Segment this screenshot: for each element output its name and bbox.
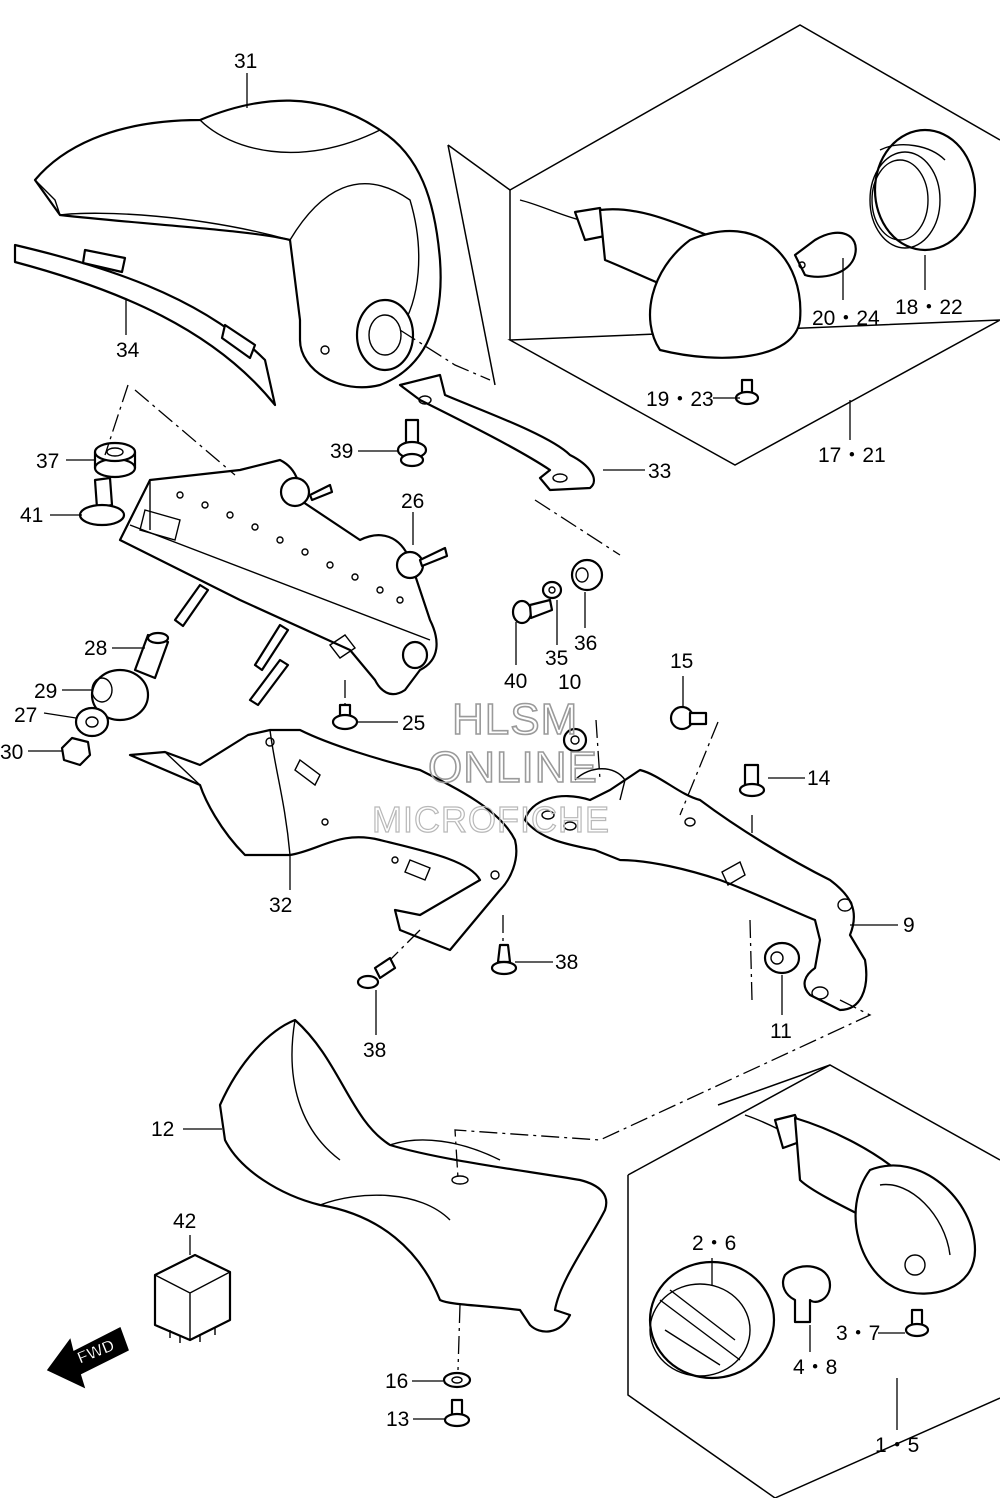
watermark-line2: ONLINE bbox=[428, 743, 598, 792]
callout-4-8: 4・8 bbox=[793, 1356, 837, 1379]
callout-32: 32 bbox=[269, 894, 292, 917]
callout-30: 30 bbox=[0, 741, 23, 764]
grommet-37 bbox=[93, 441, 137, 479]
screw-40 bbox=[511, 598, 554, 625]
leader-lines bbox=[28, 73, 926, 1430]
callout-41: 41 bbox=[20, 504, 43, 527]
bracket-9 bbox=[523, 768, 868, 1012]
screw-13 bbox=[443, 1398, 471, 1428]
callout-42: 42 bbox=[173, 1210, 196, 1233]
fwd-arrow-icon: FWD bbox=[46, 1326, 129, 1389]
spacer-28 bbox=[133, 631, 170, 680]
bolt-25 bbox=[331, 703, 359, 731]
callout-16: 16 bbox=[385, 1370, 408, 1393]
watermark-line3: MICROFICHE bbox=[372, 799, 610, 840]
nut-30 bbox=[60, 736, 92, 767]
guide-lines bbox=[104, 329, 872, 1371]
callout-39: 39 bbox=[330, 440, 353, 463]
grommet-11 bbox=[763, 941, 801, 975]
clip-38-lower bbox=[356, 956, 397, 990]
callout-40: 40 bbox=[504, 670, 527, 693]
callout-36: 36 bbox=[574, 632, 597, 655]
callout-27: 27 bbox=[14, 704, 37, 727]
bracket-32 bbox=[128, 728, 518, 952]
watermark: HLSM ONLINE MICROFICHE bbox=[371, 694, 610, 840]
license-bracket bbox=[118, 458, 449, 707]
grommet-10 bbox=[562, 727, 588, 753]
callout-25: 25 bbox=[402, 712, 425, 735]
callout-3-7: 3・7 bbox=[836, 1322, 880, 1345]
callout-29: 29 bbox=[34, 680, 57, 703]
bolt-15 bbox=[669, 705, 708, 731]
callout-31: 31 bbox=[234, 50, 257, 73]
bracket-33 bbox=[398, 373, 595, 492]
callout-17-21: 17・21 bbox=[818, 444, 886, 467]
callout-37: 37 bbox=[36, 450, 59, 473]
callout-10: 10 bbox=[558, 671, 581, 694]
callout-labels: 31 34 37 41 39 26 33 19・23 20・24 18・22 1… bbox=[0, 50, 963, 1457]
callout-15: 15 bbox=[670, 650, 693, 673]
callout-20-24: 20・24 bbox=[812, 307, 880, 330]
grommet-36 bbox=[570, 558, 604, 592]
callout-38-right: 38 bbox=[555, 951, 578, 974]
rear-fender-cover bbox=[33, 99, 442, 389]
callout-19-23: 19・23 bbox=[646, 388, 714, 411]
damper-29 bbox=[90, 668, 150, 722]
bolt-41 bbox=[78, 476, 126, 527]
callout-26: 26 bbox=[401, 490, 424, 513]
washer-35 bbox=[541, 580, 563, 600]
callout-38-bottom: 38 bbox=[363, 1039, 386, 1062]
callout-2-6: 2・6 bbox=[692, 1232, 736, 1255]
bolt-39 bbox=[396, 418, 428, 468]
headlight-lower-cover bbox=[218, 1018, 608, 1333]
clip-38-upper bbox=[490, 943, 518, 976]
callout-33: 33 bbox=[648, 460, 671, 483]
callout-9: 9 bbox=[903, 914, 915, 937]
callout-1-5: 1・5 bbox=[875, 1434, 919, 1457]
relay-42 bbox=[153, 1253, 232, 1343]
washer-16 bbox=[442, 1371, 472, 1389]
watermark-line1: HLSM bbox=[452, 695, 578, 744]
callout-18-22: 18・22 bbox=[895, 296, 963, 319]
rear-turn-signal-box bbox=[447, 24, 1000, 466]
callout-13: 13 bbox=[386, 1408, 409, 1431]
washer-27 bbox=[74, 706, 110, 738]
callout-34: 34 bbox=[116, 339, 140, 362]
callout-35: 35 bbox=[545, 647, 568, 670]
collar-14 bbox=[738, 763, 766, 798]
callout-14: 14 bbox=[807, 767, 831, 790]
callout-12: 12 bbox=[151, 1118, 174, 1141]
callout-28: 28 bbox=[84, 637, 107, 660]
callout-11: 11 bbox=[770, 1020, 792, 1043]
reflector-strip bbox=[13, 243, 277, 407]
front-turn-signal-box bbox=[627, 1064, 1000, 1498]
